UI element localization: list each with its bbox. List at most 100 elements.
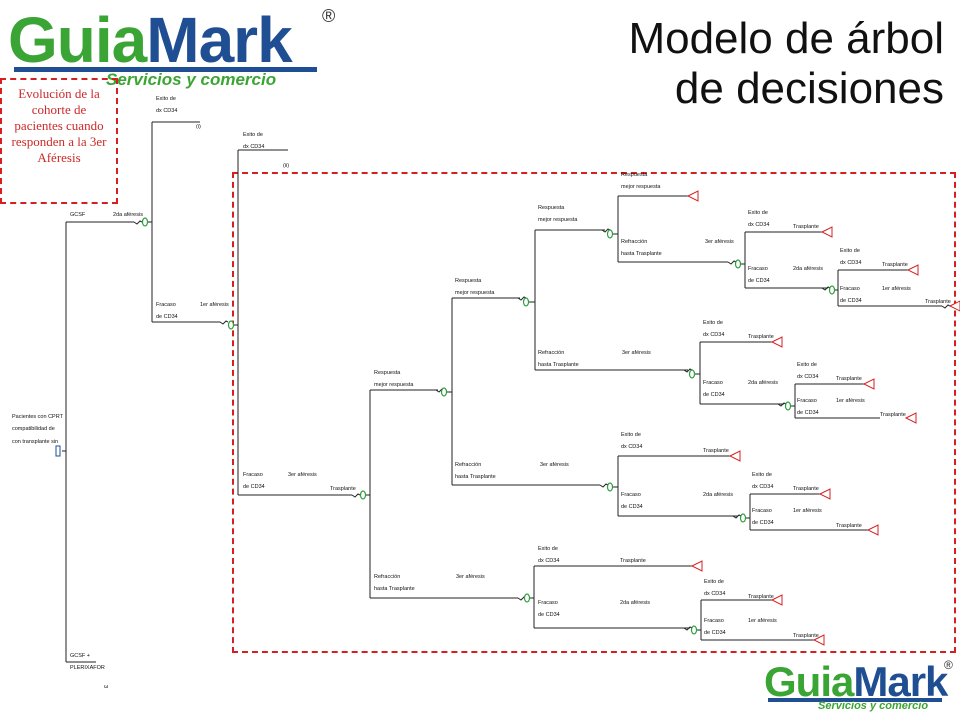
registered-mark-small: ® bbox=[944, 658, 953, 672]
fracaso-label: de CD34 bbox=[748, 278, 770, 284]
gcsf-label: GCSF bbox=[70, 212, 86, 218]
branch-label: 2da aféresis bbox=[748, 380, 778, 386]
branch-marker: (i) bbox=[196, 124, 201, 130]
colecta-label: dx CD34 bbox=[704, 591, 725, 597]
colecta-label: Exito de bbox=[538, 546, 558, 552]
trasplante-label: Trasplante bbox=[925, 299, 951, 305]
branch-label: 1er aféresis bbox=[836, 398, 865, 404]
terminal-node bbox=[818, 488, 831, 500]
chance-node bbox=[606, 482, 614, 492]
terminal-node bbox=[690, 560, 703, 572]
colecta-label: Exito de bbox=[243, 132, 263, 138]
chance-node bbox=[606, 229, 614, 239]
fracaso-label: de CD34 bbox=[156, 314, 178, 320]
branch-marker: (ii) bbox=[283, 163, 289, 169]
trasplante-label: Trasplante bbox=[793, 633, 819, 639]
tree-stem-zig bbox=[351, 493, 361, 498]
respuesta-label: Respuesta bbox=[455, 278, 482, 284]
trasplante-label: Trasplante bbox=[880, 412, 906, 418]
logo-wordmark: GuiaMark bbox=[8, 4, 293, 76]
colecta-label: Exito de bbox=[752, 472, 772, 478]
colecta-label: dx CD34 bbox=[748, 222, 769, 228]
tree-stem-zig bbox=[683, 626, 693, 631]
fracaso-label: de CD34 bbox=[797, 410, 819, 416]
terminal-node bbox=[862, 378, 875, 390]
fracaso-label: Fracaso bbox=[797, 398, 817, 404]
cohort-note-text: Evolución de la cohorte de pacientes cua… bbox=[11, 86, 107, 165]
colecta-label: dx CD34 bbox=[840, 260, 861, 266]
branch-label: 3er aféresis bbox=[622, 350, 651, 356]
refraccion-label: Refracción bbox=[455, 462, 481, 468]
fracaso-label: de CD34 bbox=[703, 392, 725, 398]
respuesta-label: mejor respuesta bbox=[374, 382, 414, 388]
trasplante-label: Trasplante bbox=[836, 376, 862, 382]
branch-label: 2da aféresis bbox=[620, 600, 650, 606]
fracaso-label: Fracaso bbox=[621, 492, 641, 498]
colecta-label: Exito de bbox=[797, 362, 817, 368]
trasplante-label: Trasplante bbox=[620, 558, 646, 564]
tree-stem-zig bbox=[821, 286, 831, 291]
refraccion-label: Refracción bbox=[538, 350, 564, 356]
branch-label: 1er aféresis bbox=[200, 302, 229, 308]
colecta-label: dx CD34 bbox=[797, 374, 818, 380]
refraccion-label: hasta Trasplante bbox=[374, 586, 415, 592]
trasplante-label: Trasplante bbox=[703, 448, 729, 454]
refraccion-label: hasta Trasplante bbox=[538, 362, 579, 368]
trasplante-label: Trasplante bbox=[793, 224, 819, 230]
fracaso-label: Fracaso bbox=[840, 286, 860, 292]
fracaso-label: Fracaso bbox=[703, 380, 723, 386]
branch-label: 1er aféresis bbox=[882, 286, 911, 292]
tree-stem-zig bbox=[517, 296, 527, 301]
branch-label: 2da aféresis bbox=[113, 212, 143, 218]
fracaso-label: de CD34 bbox=[840, 298, 862, 304]
branch-label: 2da aféresis bbox=[793, 266, 823, 272]
colecta-label: dx CD34 bbox=[538, 558, 559, 564]
respuesta-label: mejor respuesta bbox=[621, 184, 661, 190]
slide-title-line1: Modelo de árbol bbox=[628, 14, 944, 63]
tree-nodes bbox=[55, 190, 960, 646]
fracaso-label: de CD34 bbox=[243, 484, 265, 490]
fracaso-label: Fracaso bbox=[243, 472, 263, 478]
trasplante-label: Trasplante bbox=[793, 486, 819, 492]
fracaso-label: de CD34 bbox=[621, 504, 643, 510]
chance-node bbox=[688, 369, 696, 379]
colecta-label: Exito de bbox=[704, 579, 724, 585]
logo-tagline: Servicios y comercio bbox=[106, 70, 277, 89]
trasplante-label: Trasplante bbox=[330, 486, 356, 492]
branch-label: 3er aféresis bbox=[705, 239, 734, 245]
respuesta-label: Respuesta bbox=[538, 205, 565, 211]
logo-underline bbox=[14, 67, 317, 72]
terminal-node bbox=[770, 336, 783, 348]
guiamark-logo: GuiaMark ® Servicios y comercio bbox=[8, 4, 338, 89]
terminal-node bbox=[866, 524, 879, 536]
branch-label: 2da aféresis bbox=[703, 492, 733, 498]
terminal-node bbox=[812, 634, 825, 646]
colecta-label: dx CD34 bbox=[621, 444, 642, 450]
gcsf-plerixafor-term: ω bbox=[104, 684, 109, 690]
decision-node bbox=[55, 445, 61, 457]
terminal-node bbox=[770, 594, 783, 606]
colecta-label: Exito de bbox=[748, 210, 768, 216]
chance-node bbox=[734, 259, 742, 269]
tree-stem-zig bbox=[777, 402, 787, 407]
slide-title: Modelo de árbol de decisiones bbox=[584, 14, 944, 114]
tree-stem-zig bbox=[683, 368, 693, 373]
gcsf-plerixafor-label: PLERIXAFOR bbox=[70, 665, 105, 671]
colecta-label: dx CD34 bbox=[752, 484, 773, 490]
fracaso-label: de CD34 bbox=[538, 612, 560, 618]
colecta-label: Exito de bbox=[156, 96, 176, 102]
fracaso-label: de CD34 bbox=[752, 520, 774, 526]
gcsf-plerixafor-label: GCSF + bbox=[70, 653, 90, 659]
root-label: Pacientes con CPRT bbox=[12, 414, 64, 420]
terminal-node bbox=[904, 412, 917, 424]
terminal-node bbox=[948, 300, 960, 312]
third-apheresis-highlight-box bbox=[232, 172, 956, 653]
refraccion-label: hasta Trasplante bbox=[621, 251, 662, 257]
tree-stem-zig bbox=[601, 228, 611, 233]
chance-node bbox=[690, 625, 698, 635]
tree-stem-zig bbox=[941, 304, 951, 309]
logo-tagline-small: Servicios y comercio bbox=[818, 700, 929, 712]
registered-mark: ® bbox=[322, 6, 336, 26]
